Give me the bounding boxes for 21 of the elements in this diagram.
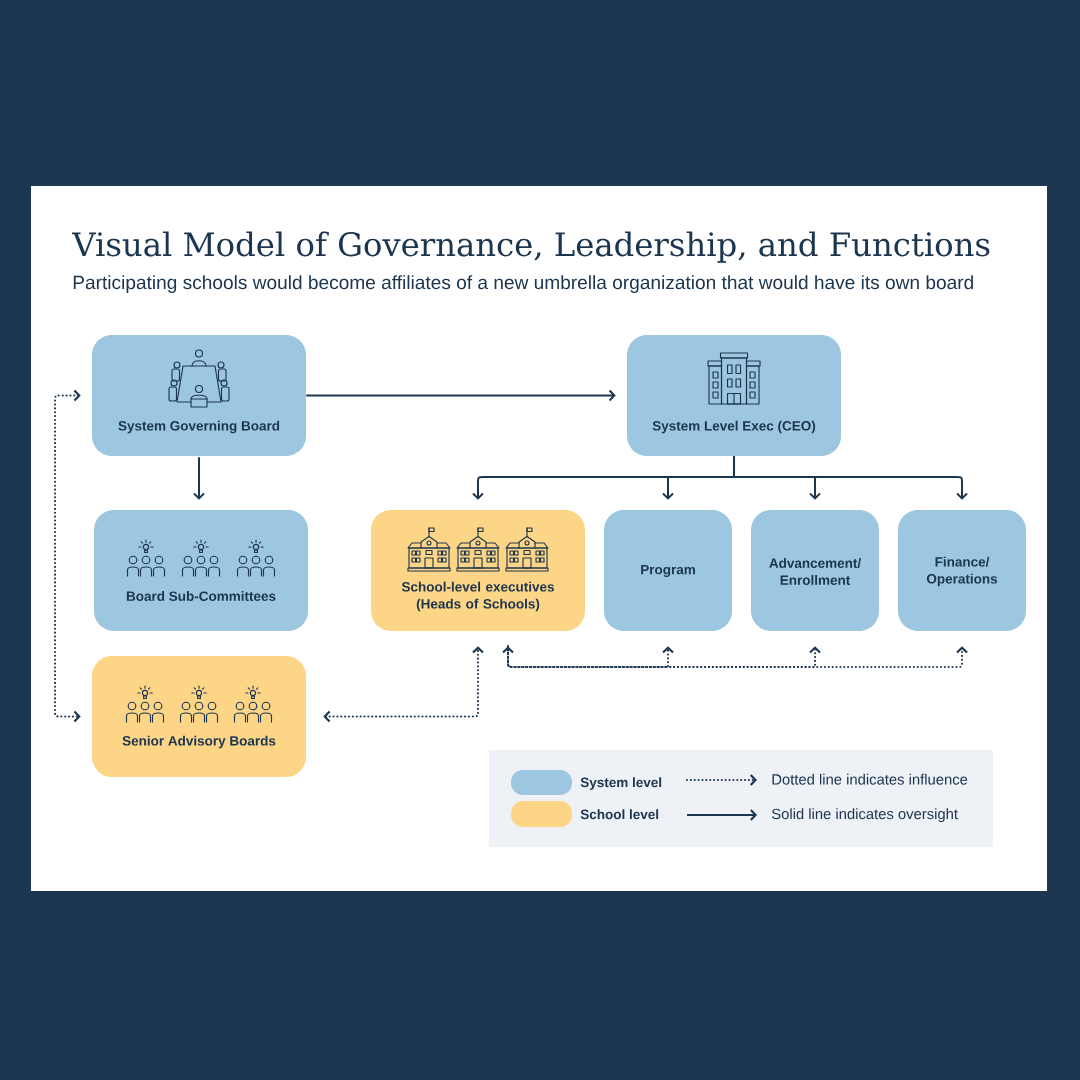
dotted-arrow (53, 389, 81, 723)
legend-label: System level (580, 777, 662, 790)
org-unit-box: Program (604, 510, 732, 631)
title: Visual Model of Governance, Leadership, and Functions (71, 231, 990, 263)
org-unit-box: Advancement/ Enrollment (751, 510, 879, 631)
org-unit-box: Finance/ Operations (898, 510, 1026, 631)
dotted-arrow (323, 646, 484, 723)
org-unit-box: Board Sub-Committees (94, 510, 308, 631)
legend-label: School level (580, 809, 659, 820)
legend-label: Dotted line indicates influence (772, 773, 968, 785)
arrow (193, 456, 205, 500)
dotted-arrow (506, 645, 968, 669)
arrow (305, 389, 616, 402)
org-unit-box: System Governing Board (92, 335, 306, 456)
org-unit-box: System Level Exec (CEO) (627, 335, 841, 456)
org-unit-box: School-level executives (Heads of Schools) (371, 510, 585, 631)
legend-label: Solid line indicates oversight (771, 808, 958, 823)
arrow (733, 455, 968, 500)
org-unit-box: Senior Advisory Boards (92, 656, 306, 777)
subtitle: Participating schools would become affiliates of a new umbrella organization that would have its own board (73, 275, 973, 293)
dotted-arrow (502, 646, 674, 669)
